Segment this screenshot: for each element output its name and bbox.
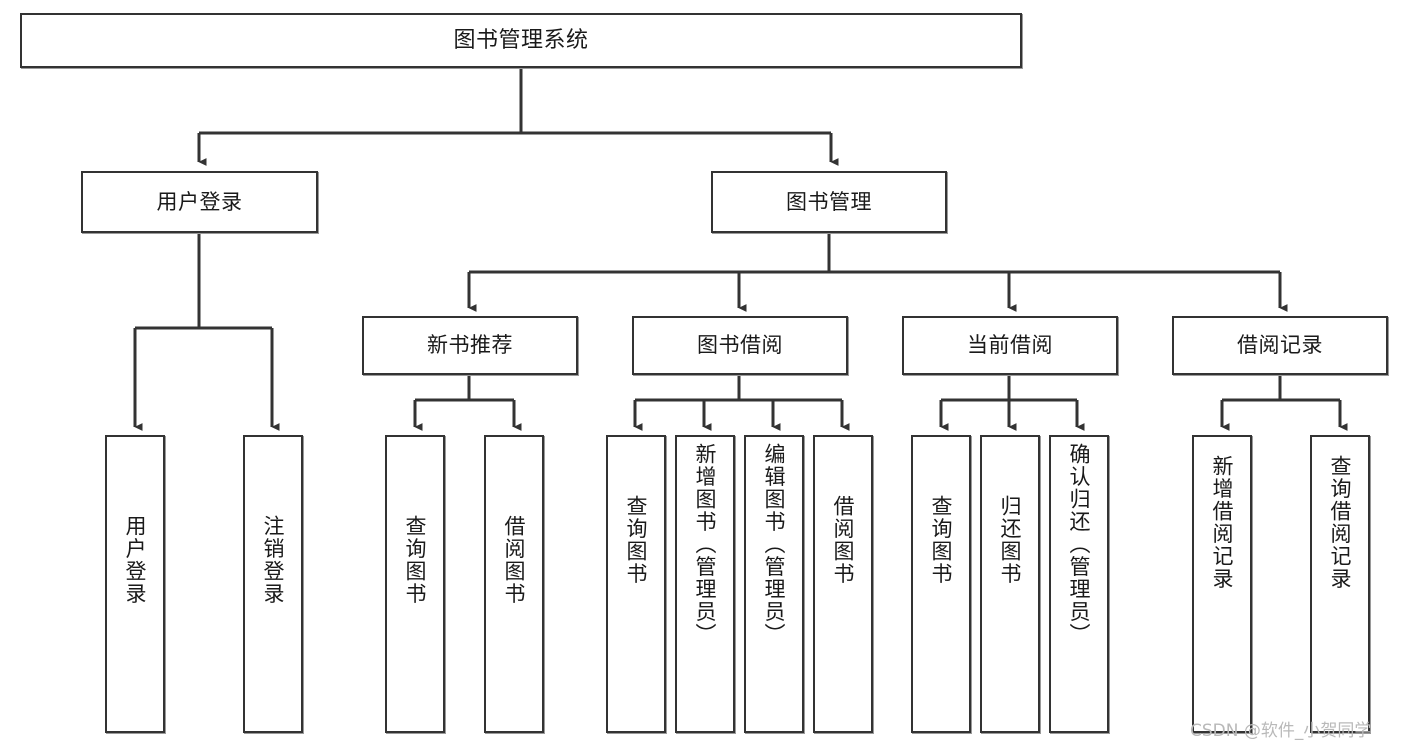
node-user-login[interactable]: 用户登录 — [81, 171, 318, 233]
leaf-borrow-book-borrow[interactable]: 借阅图书 — [813, 435, 873, 733]
node-label: 归还图书 — [998, 495, 1023, 585]
node-borrow-record[interactable]: 借阅记录 — [1172, 316, 1388, 375]
node-label: 编辑图书（管理员） — [762, 443, 787, 646]
node-label: 图书借阅 — [697, 333, 783, 358]
node-book-borrow[interactable]: 图书借阅 — [632, 316, 848, 375]
leaf-user-login[interactable]: 用户登录 — [105, 435, 165, 733]
node-label: 注销登录 — [261, 515, 286, 605]
leaf-query-book-current[interactable]: 查询图书 — [911, 435, 971, 733]
node-label: 借阅记录 — [1237, 333, 1323, 358]
csdn-watermark: CSDN @软件_小贺同学 — [1190, 721, 1372, 741]
leaf-query-book-recommend[interactable]: 查询图书 — [385, 435, 445, 733]
node-label: 借阅图书 — [831, 495, 856, 585]
node-new-book-recommend[interactable]: 新书推荐 — [362, 316, 578, 375]
leaf-borrow-book-recommend[interactable]: 借阅图书 — [484, 435, 544, 733]
node-label: 当前借阅 — [967, 333, 1053, 358]
node-label: 用户登录 — [156, 189, 243, 214]
leaf-return-book[interactable]: 归还图书 — [980, 435, 1040, 733]
leaf-confirm-return[interactable]: 确认归还（管理员） — [1049, 435, 1109, 733]
leaf-query-borrow-record[interactable]: 查询借阅记录 — [1310, 435, 1370, 733]
node-label: 查询借阅记录 — [1328, 455, 1353, 590]
node-label: 查询图书 — [403, 515, 428, 605]
node-label: 新书推荐 — [427, 333, 513, 358]
leaf-logout-login[interactable]: 注销登录 — [243, 435, 303, 733]
leaf-edit-book[interactable]: 编辑图书（管理员） — [744, 435, 804, 733]
node-label: 确认归还（管理员） — [1067, 443, 1092, 646]
leaf-query-book-borrow[interactable]: 查询图书 — [606, 435, 666, 733]
node-book-management[interactable]: 图书管理 — [711, 171, 947, 233]
node-label: 查询图书 — [624, 495, 649, 585]
node-label: 图书管理 — [786, 189, 872, 214]
node-label: 新增借阅记录 — [1210, 455, 1235, 590]
node-label: 用户登录 — [123, 515, 148, 605]
leaf-add-borrow-record[interactable]: 新增借阅记录 — [1192, 435, 1252, 733]
node-current-borrow[interactable]: 当前借阅 — [902, 316, 1118, 375]
node-label: 查询图书 — [929, 495, 954, 585]
node-label: 借阅图书 — [502, 515, 527, 605]
leaf-add-book[interactable]: 新增图书（管理员） — [675, 435, 735, 733]
node-root-system[interactable]: 图书管理系统 — [20, 13, 1022, 68]
node-label: 图书管理系统 — [453, 27, 589, 53]
node-label: 新增图书（管理员） — [693, 443, 718, 646]
